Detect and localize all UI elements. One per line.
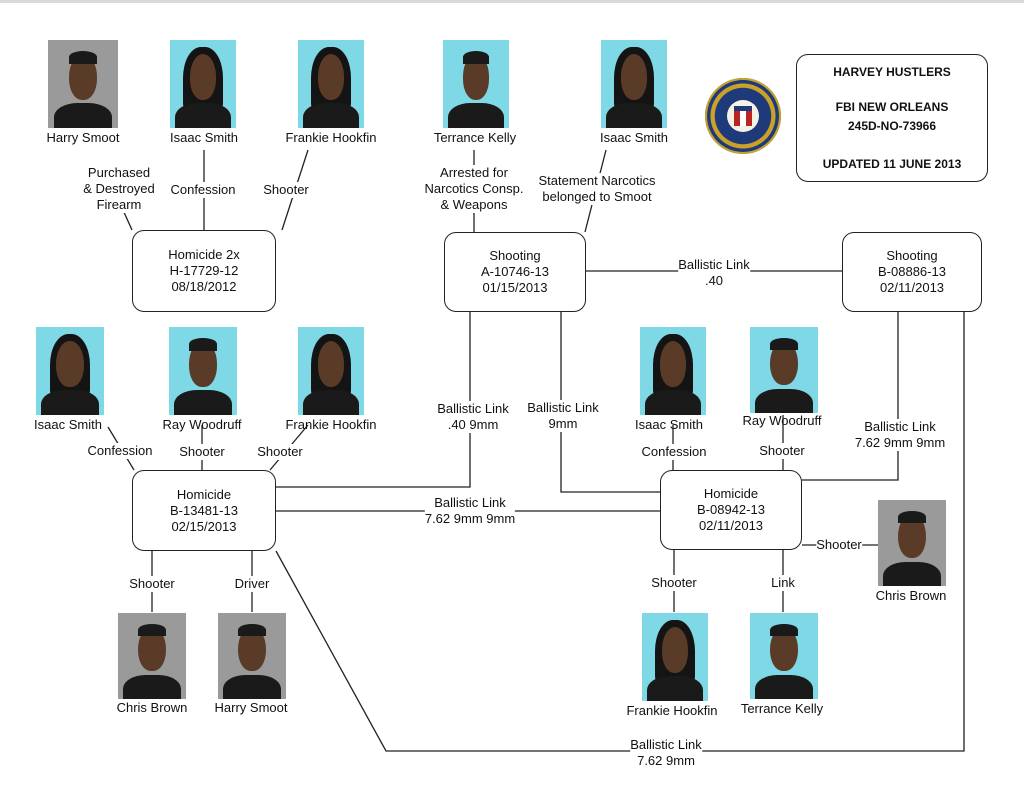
case-number: A-10746-13 (481, 264, 549, 279)
mugshot-photo (48, 40, 118, 128)
case-shooting-b08886: Shooting B-08886-13 02/11/2013 (842, 232, 982, 312)
ballistic-link-label: Ballistic Link.40 (678, 257, 750, 289)
case-number: B-08942-13 (697, 502, 765, 517)
role-label-shooter: Shooter (257, 444, 303, 460)
person-name: Chris Brown (116, 700, 188, 715)
role-label-confession: Confession (170, 182, 236, 198)
fbi-seal-icon (705, 78, 781, 154)
person-name: Frankie Hookfin (285, 130, 377, 145)
case-number: B-13481-13 (170, 502, 238, 518)
case-type: Shooting (489, 248, 541, 263)
person-name: Harry Smoot (214, 700, 288, 715)
role-label-shooter: Shooter (651, 575, 697, 591)
mugshot-photo (601, 40, 667, 128)
person-name: Terrance Kelly (740, 701, 824, 716)
role-label-shooter: Shooter (179, 444, 225, 460)
updated-date: UPDATED 11 JUNE 2013 (822, 157, 962, 171)
person-name: Harry Smoot (46, 130, 120, 145)
person-name: Ray Woodruff (742, 413, 822, 428)
mugshot-photo (169, 327, 237, 415)
case-homicide-b08942: Homicide B-08942-13 02/11/2013 (660, 470, 802, 550)
case-shooting-a10746: Shooting A-10746-13 01/15/2013 (444, 232, 586, 312)
mugshot-photo (36, 327, 104, 415)
person-name: Isaac Smith (34, 417, 102, 432)
mugshot-photo (298, 327, 364, 415)
mugshot-photo (640, 327, 706, 415)
case-number: B-08886-13 (878, 264, 946, 279)
top-border (0, 0, 1024, 3)
mugshot-photo (750, 613, 818, 699)
connector-ballistic-bottom (275, 312, 965, 752)
case-number: H-17729-12 (169, 263, 239, 278)
mugshot-photo (170, 40, 236, 128)
field-office: FBI NEW ORLEANS (835, 100, 949, 114)
role-label-confession: Confession (87, 443, 153, 459)
case-type: Shooting (886, 248, 938, 263)
case-date: 01/15/2013 (482, 280, 548, 295)
person-name: Isaac Smith (635, 417, 703, 432)
case-date: 08/18/2012 (171, 279, 237, 294)
case-type: Homicide 2x (168, 247, 240, 262)
connector-ballistic-9mm (560, 312, 660, 493)
mugshot-photo (642, 613, 708, 701)
case-type: Homicide (176, 486, 232, 502)
role-label-shooter: Shooter (263, 182, 309, 198)
role-label-confession: Confession (641, 444, 707, 460)
person-name: Chris Brown (875, 588, 947, 603)
role-label-driver: Driver (234, 576, 270, 592)
case-date: 02/11/2013 (698, 518, 764, 533)
mugshot-photo (118, 613, 186, 699)
ballistic-link-label: Ballistic Link.40 9mm (437, 401, 509, 433)
role-label-shooter: Shooter (816, 537, 862, 553)
role-label-shooter: Shooter (129, 576, 175, 592)
person-name: Terrance Kelly (433, 130, 517, 145)
case-type: Homicide (703, 486, 759, 501)
role-label-shooter: Shooter (759, 443, 805, 459)
person-name: Frankie Hookfin (285, 417, 377, 432)
connector-ballistic-762-right (802, 312, 899, 481)
mugshot-photo (298, 40, 364, 128)
case-date: 02/15/2013 (171, 518, 237, 534)
mugshot-photo (750, 327, 818, 413)
file-number: 245D-NO-73966 (847, 119, 937, 133)
person-name: Ray Woodruff (162, 417, 242, 432)
case-homicide-2x: Homicide 2x H-17729-12 08/18/2012 (132, 230, 276, 312)
mugshot-photo (218, 613, 286, 699)
mugshot-photo (878, 500, 946, 586)
role-label-link: Link (771, 575, 795, 591)
person-name: Isaac Smith (600, 130, 668, 145)
mugshot-photo (443, 40, 509, 128)
case-info-box: HARVEY HUSTLERS FBI NEW ORLEANS 245D-NO-… (796, 54, 988, 182)
case-title: HARVEY HUSTLERS (833, 65, 951, 79)
case-homicide-b13481: Homicide B-13481-13 02/15/2013 (132, 470, 276, 551)
person-name: Frankie Hookfin (626, 703, 718, 718)
case-date: 02/11/2013 (879, 280, 945, 295)
person-name: Isaac Smith (170, 130, 238, 145)
connector-ballistic-40-9mm (276, 312, 471, 488)
